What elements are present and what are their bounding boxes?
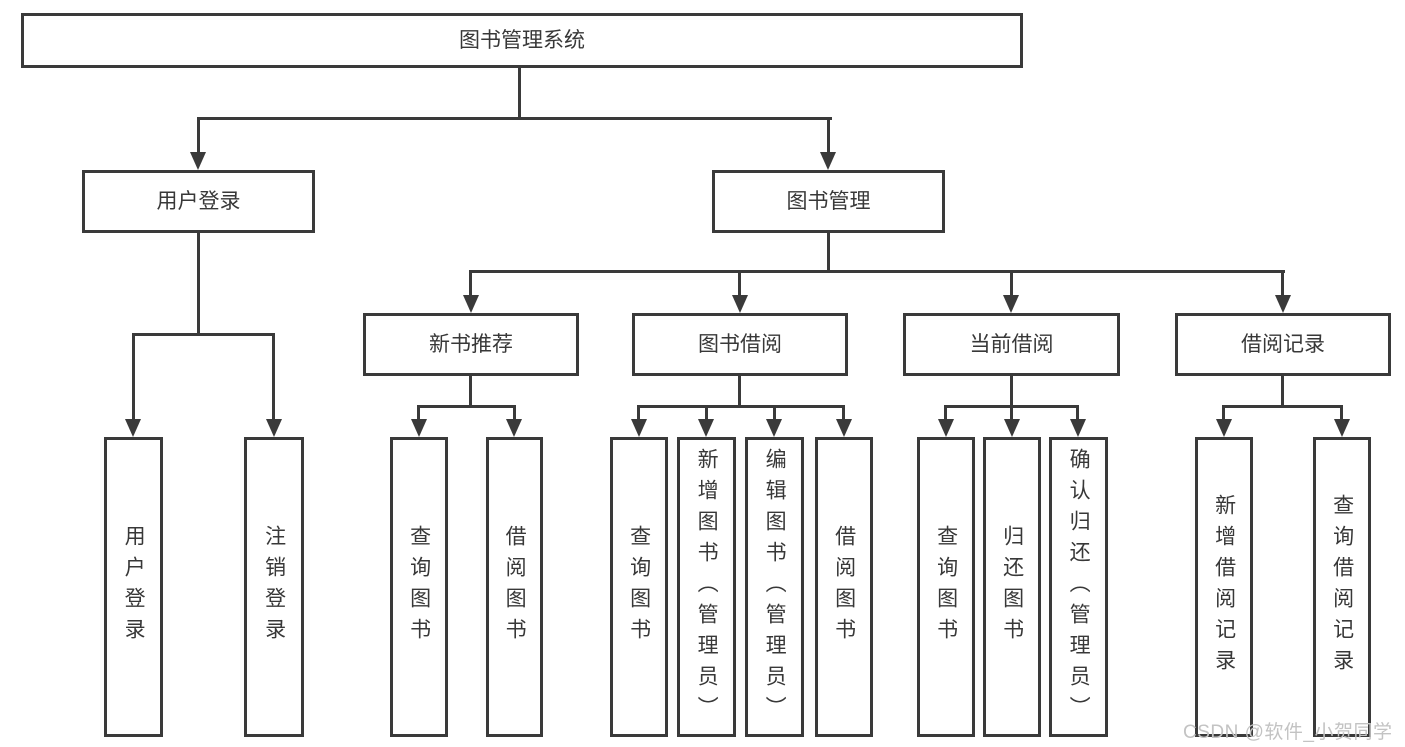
node-query-books-borrowing: 查询图书 — [610, 437, 668, 737]
connector-line — [1010, 270, 1013, 295]
connector-line — [518, 68, 521, 120]
node-borrow-records: 借阅记录 — [1175, 313, 1391, 376]
connector-line — [1222, 405, 1342, 408]
connector-line — [197, 233, 200, 333]
connector-line — [637, 405, 640, 419]
node-user-login-leaf: 用户登录 — [104, 437, 163, 737]
node-logout: 注销登录 — [244, 437, 304, 737]
csdn-watermark: CSDN @软件_小贺同学 — [1183, 722, 1393, 743]
connector-line — [469, 270, 472, 295]
connector-line — [705, 405, 708, 419]
connector-line — [197, 117, 200, 152]
connector-line — [1281, 270, 1284, 295]
node-new-book-recommend: 新书推荐 — [363, 313, 579, 376]
arrow-head — [1004, 419, 1020, 437]
arrow-head — [125, 419, 141, 437]
connector-line — [1340, 405, 1343, 419]
connector-line — [773, 405, 776, 419]
connector-line — [132, 333, 135, 419]
arrow-head — [732, 295, 748, 313]
connector-line — [469, 376, 472, 405]
connector-line — [1010, 405, 1013, 419]
connector-line — [469, 270, 1285, 273]
arrow-head — [266, 419, 282, 437]
arrow-head — [698, 419, 714, 437]
arrow-head — [820, 152, 836, 170]
node-borrow-books-borrowing: 借阅图书 — [815, 437, 873, 737]
connector-line — [738, 376, 741, 405]
connector-line — [944, 405, 947, 419]
arrow-head — [836, 419, 852, 437]
arrow-head — [463, 295, 479, 313]
arrow-head — [411, 419, 427, 437]
node-add-books-admin: 新增图书（管理员） — [677, 437, 736, 737]
arrow-head — [1334, 419, 1350, 437]
node-return-books: 归还图书 — [983, 437, 1041, 737]
node-add-borrow-record: 新增借阅记录 — [1195, 437, 1253, 737]
connector-line — [1076, 405, 1079, 419]
node-current-borrowing: 当前借阅 — [903, 313, 1120, 376]
node-query-books-current: 查询图书 — [917, 437, 975, 737]
connector-line — [827, 117, 830, 152]
arrow-head — [1216, 419, 1232, 437]
connector-line — [1222, 405, 1225, 419]
arrow-head — [766, 419, 782, 437]
connector-line — [513, 405, 516, 419]
node-book-management: 图书管理 — [712, 170, 945, 233]
arrow-head — [506, 419, 522, 437]
connector-line — [1281, 376, 1284, 405]
node-library-system: 图书管理系统 — [21, 13, 1023, 68]
connector-line — [417, 405, 420, 419]
node-borrow-books-recommend: 借阅图书 — [486, 437, 543, 737]
arrow-head — [1003, 295, 1019, 313]
connector-line — [738, 270, 741, 295]
arrow-head — [1275, 295, 1291, 313]
connector-line — [827, 233, 830, 270]
arrow-head — [190, 152, 206, 170]
connector-line — [1010, 376, 1013, 405]
node-edit-books-admin: 编辑图书（管理员） — [745, 437, 804, 737]
connector-line — [842, 405, 845, 419]
connector-line — [198, 117, 832, 120]
arrow-head — [1070, 419, 1086, 437]
node-confirm-return-admin: 确认归还（管理员） — [1049, 437, 1108, 737]
arrow-head — [631, 419, 647, 437]
node-query-borrow-record: 查询借阅记录 — [1313, 437, 1371, 737]
connector-line — [272, 333, 275, 419]
node-book-borrowing: 图书借阅 — [632, 313, 848, 376]
arrow-head — [938, 419, 954, 437]
connector-line — [417, 405, 516, 408]
connector-line — [132, 333, 274, 336]
node-user-login: 用户登录 — [82, 170, 315, 233]
connector-line — [637, 405, 844, 408]
node-query-books-recommend: 查询图书 — [390, 437, 448, 737]
